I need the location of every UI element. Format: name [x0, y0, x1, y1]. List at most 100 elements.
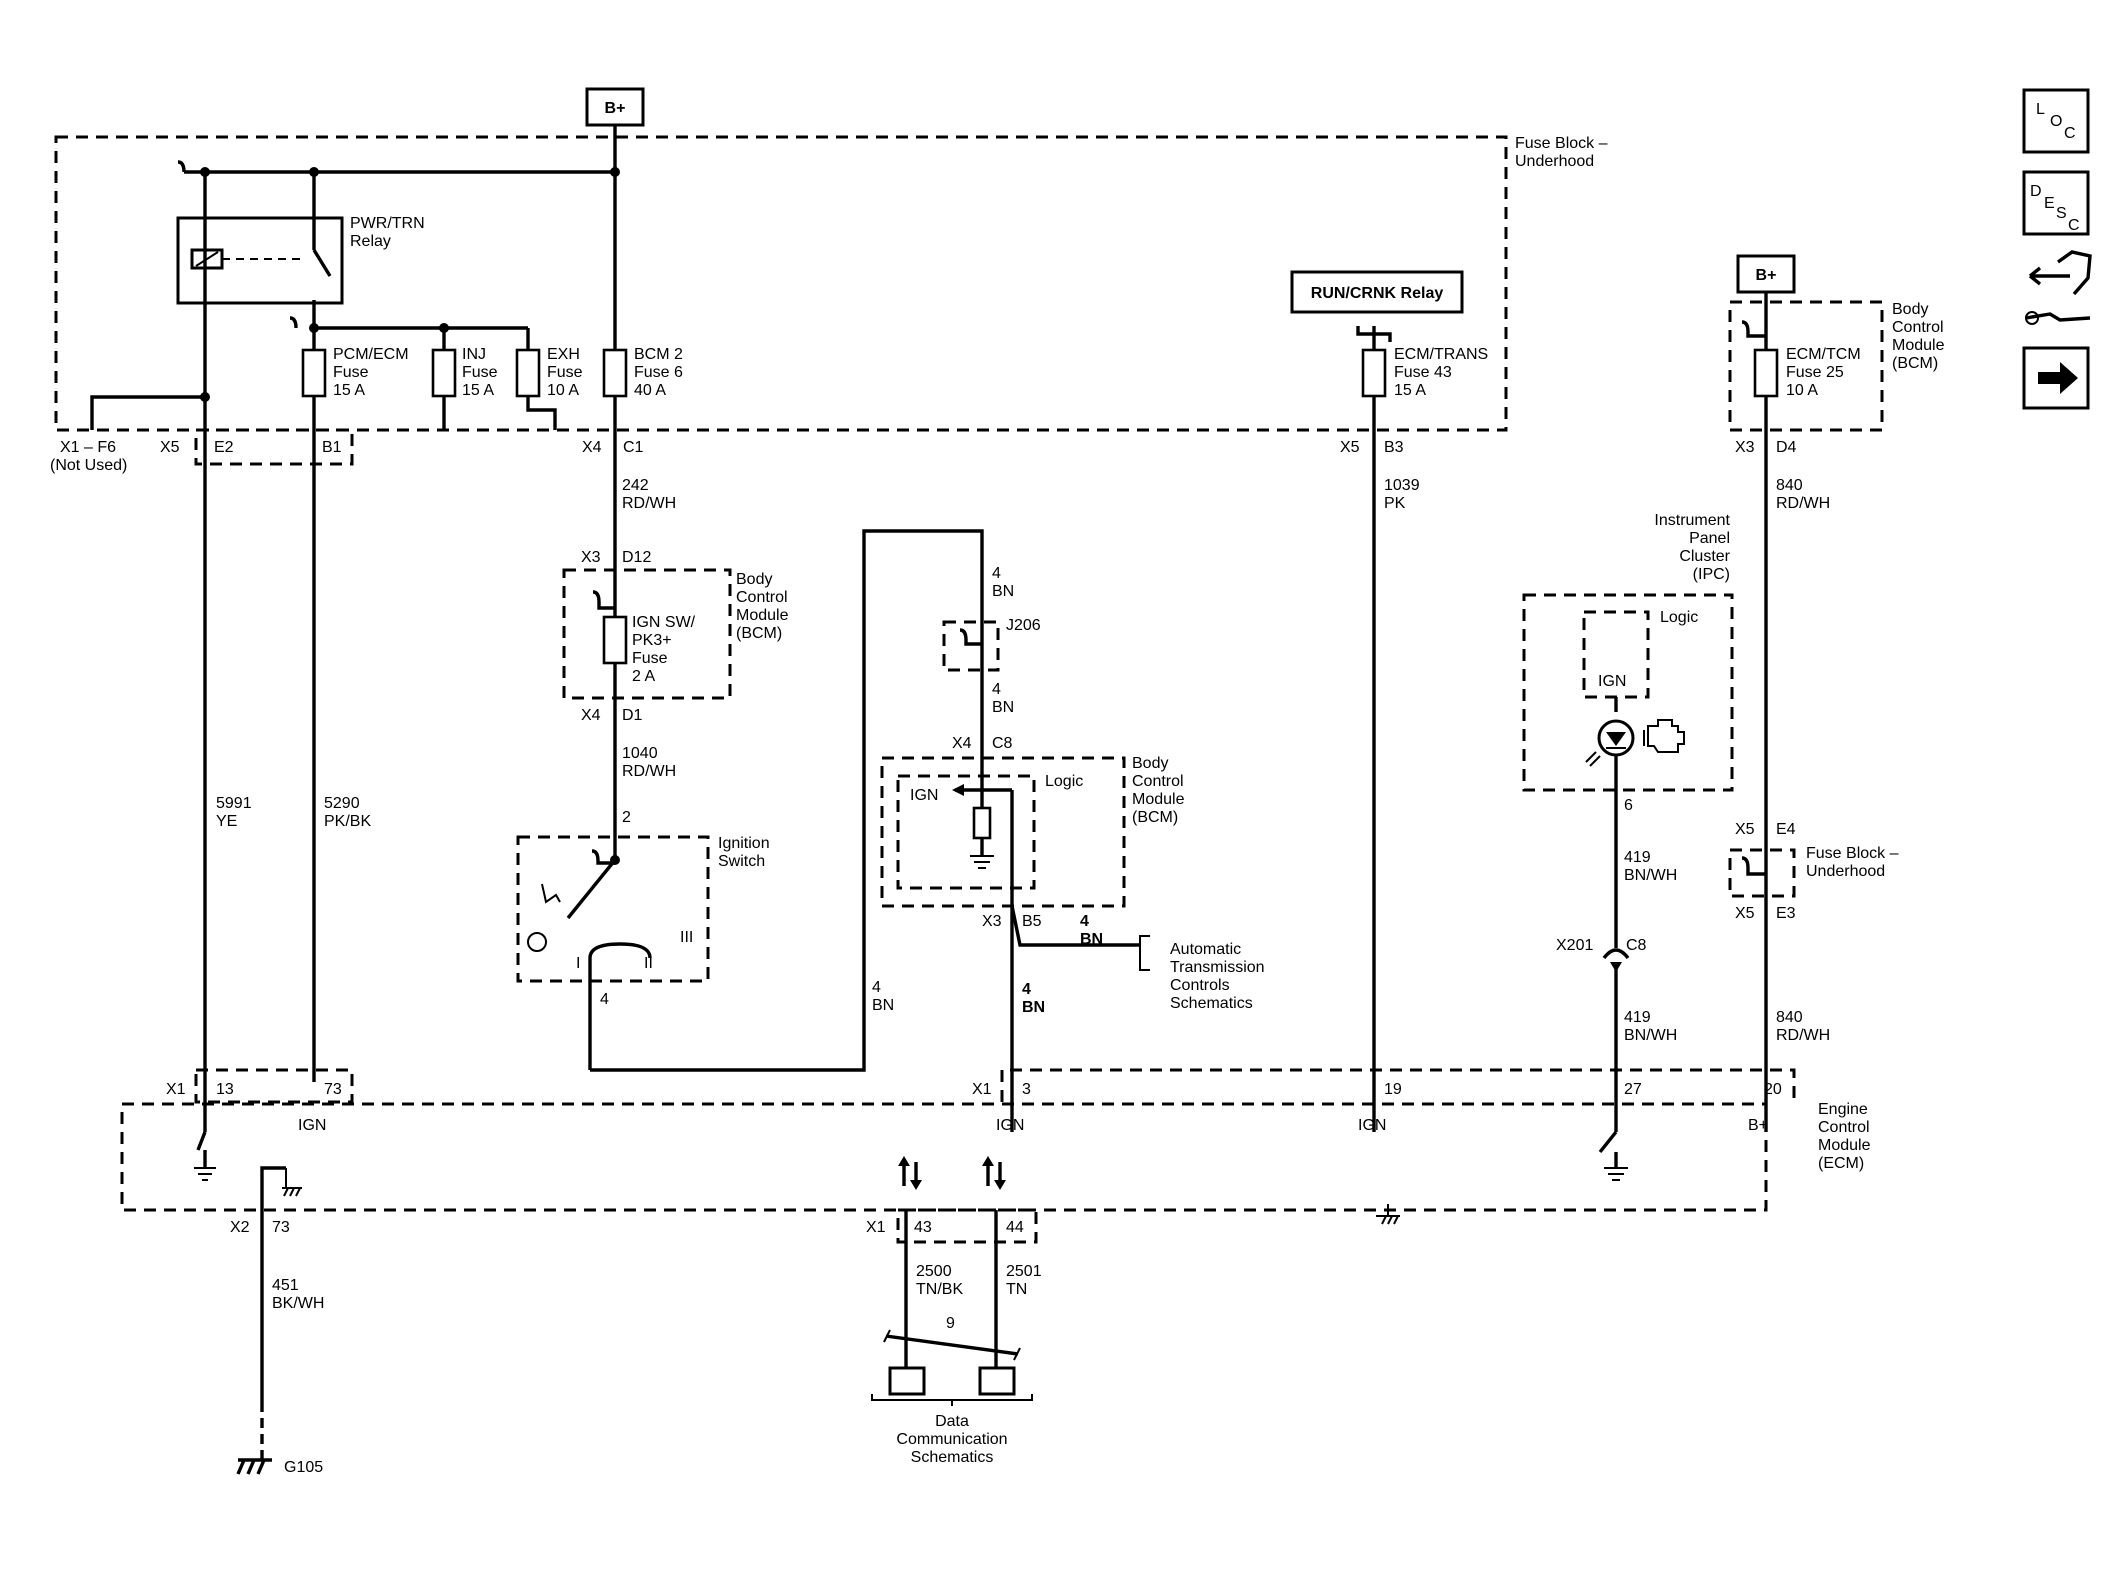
svg-text:BN: BN	[872, 997, 894, 1014]
bcm-ign-sw	[562, 568, 732, 700]
svg-text:10 A: 10 A	[1786, 382, 1818, 399]
svg-text:D12: D12	[622, 549, 651, 566]
svg-text:PK3+: PK3+	[632, 632, 672, 649]
svg-text:Control: Control	[1818, 1119, 1870, 1136]
svg-text:4: 4	[1080, 913, 1089, 930]
fuse-ecm-trans	[1361, 348, 1387, 398]
fuse-block-underhood-small	[1728, 848, 1796, 898]
svg-text:44: 44	[1006, 1219, 1024, 1236]
svg-text:Underhood: Underhood	[1806, 863, 1885, 880]
svg-text:O: O	[2050, 113, 2062, 130]
svg-text:13: 13	[216, 1081, 234, 1098]
svg-text:Body: Body	[1132, 755, 1168, 772]
svg-text:(BCM): (BCM)	[1892, 355, 1938, 372]
bplus-right-label: B+	[1736, 254, 1796, 294]
svg-text:6: 6	[1624, 797, 1633, 814]
svg-text:Communication: Communication	[896, 1431, 1007, 1448]
svg-text:BN: BN	[1080, 931, 1103, 948]
svg-text:X1: X1	[166, 1081, 186, 1098]
svg-text:840: 840	[1776, 1009, 1803, 1026]
svg-text:B+: B+	[1748, 1117, 1768, 1134]
svg-text:840: 840	[1776, 477, 1803, 494]
bcm-logic	[880, 756, 1126, 908]
svg-text:Fuse: Fuse	[632, 650, 668, 667]
svg-text:5290: 5290	[324, 795, 360, 812]
svg-text:X4: X4	[582, 439, 602, 456]
svg-text:4: 4	[872, 979, 881, 996]
svg-text:Instrument: Instrument	[1654, 512, 1730, 529]
svg-text:Relay: Relay	[350, 233, 391, 250]
desc-button[interactable]: D E S C	[2022, 170, 2090, 236]
transmission-schematics-link[interactable]: Automatic Transmission Controls Schemati…	[1170, 941, 1265, 1012]
svg-text:B1: B1	[322, 439, 342, 456]
svg-text:L: L	[2036, 101, 2045, 118]
svg-text:PWR/TRN: PWR/TRN	[350, 215, 425, 232]
svg-text:Fuse 43: Fuse 43	[1394, 364, 1452, 381]
engine-control-module	[120, 1102, 1768, 1212]
svg-text:RD/WH: RD/WH	[622, 763, 676, 780]
connector-tools-icon[interactable]	[2025, 250, 2092, 325]
svg-text:73: 73	[272, 1219, 290, 1236]
next-arrow-button[interactable]	[2022, 346, 2090, 410]
svg-text:X1 – F6: X1 – F6	[60, 439, 116, 456]
svg-text:D4: D4	[1776, 439, 1797, 456]
svg-text:X3: X3	[1735, 439, 1755, 456]
svg-text:(BCM): (BCM)	[736, 625, 782, 642]
svg-text:Data: Data	[935, 1413, 969, 1430]
svg-text:9: 9	[946, 1315, 955, 1332]
svg-text:4: 4	[600, 991, 609, 1008]
svg-text:IGN: IGN	[1598, 673, 1626, 690]
svg-text:X5: X5	[1735, 905, 1755, 922]
svg-text:Logic: Logic	[1660, 609, 1698, 626]
svg-text:PK/BK: PK/BK	[324, 813, 371, 830]
svg-text:ECM/TRANS: ECM/TRANS	[1394, 346, 1488, 363]
svg-text:INJ: INJ	[462, 346, 486, 363]
svg-text:E: E	[2044, 195, 2055, 212]
svg-text:419: 419	[1624, 1009, 1651, 1026]
svg-text:E2: E2	[214, 439, 234, 456]
svg-text:PK: PK	[1384, 495, 1406, 512]
svg-text:2501: 2501	[1006, 1263, 1042, 1280]
svg-text:2 A: 2 A	[632, 668, 655, 685]
svg-text:3: 3	[1022, 1081, 1031, 1098]
svg-text:Module: Module	[1818, 1137, 1871, 1154]
svg-text:C: C	[2064, 125, 2076, 142]
svg-text:X4: X4	[952, 735, 972, 752]
fuse-inj	[431, 348, 457, 398]
svg-text:E3: E3	[1776, 905, 1796, 922]
svg-text:IGN SW/: IGN SW/	[632, 614, 696, 631]
ground-g105: G105	[284, 1459, 323, 1476]
svg-text:X5: X5	[1735, 821, 1755, 838]
svg-text:E4: E4	[1776, 821, 1796, 838]
svg-text:(ECM): (ECM)	[1818, 1155, 1864, 1172]
svg-text:15 A: 15 A	[1394, 382, 1426, 399]
svg-text:EXH: EXH	[547, 346, 580, 363]
svg-text:C8: C8	[1626, 937, 1647, 954]
splice-j206	[942, 620, 1000, 672]
fuse-pcm-ecm	[301, 348, 327, 398]
svg-text:RUN/CRNK Relay: RUN/CRNK Relay	[1311, 285, 1444, 302]
svg-text:RD/WH: RD/WH	[622, 495, 676, 512]
fuse-exh	[515, 348, 541, 398]
svg-text:4: 4	[1022, 981, 1031, 998]
svg-text:(Not Used): (Not Used)	[50, 457, 127, 474]
svg-text:Logic: Logic	[1045, 773, 1083, 790]
svg-text:4: 4	[992, 681, 1001, 698]
svg-text:II: II	[644, 955, 653, 972]
svg-text:X2: X2	[230, 1219, 250, 1236]
loc-button[interactable]: L O C	[2022, 88, 2090, 154]
svg-text:BN/WH: BN/WH	[1624, 867, 1677, 884]
svg-text:B5: B5	[1022, 913, 1042, 930]
data-communication-link[interactable]: Data Communication Schematics	[896, 1413, 1007, 1466]
svg-text:B+: B+	[605, 100, 626, 117]
svg-text:4: 4	[992, 565, 1001, 582]
ipc	[1522, 593, 1734, 792]
svg-text:C8: C8	[992, 735, 1013, 752]
svg-text:X5: X5	[160, 439, 180, 456]
svg-text:Cluster: Cluster	[1679, 548, 1730, 565]
svg-text:J206: J206	[1006, 617, 1041, 634]
svg-text:451: 451	[272, 1277, 299, 1294]
svg-text:73: 73	[324, 1081, 342, 1098]
svg-text:Schematics: Schematics	[911, 1449, 994, 1466]
